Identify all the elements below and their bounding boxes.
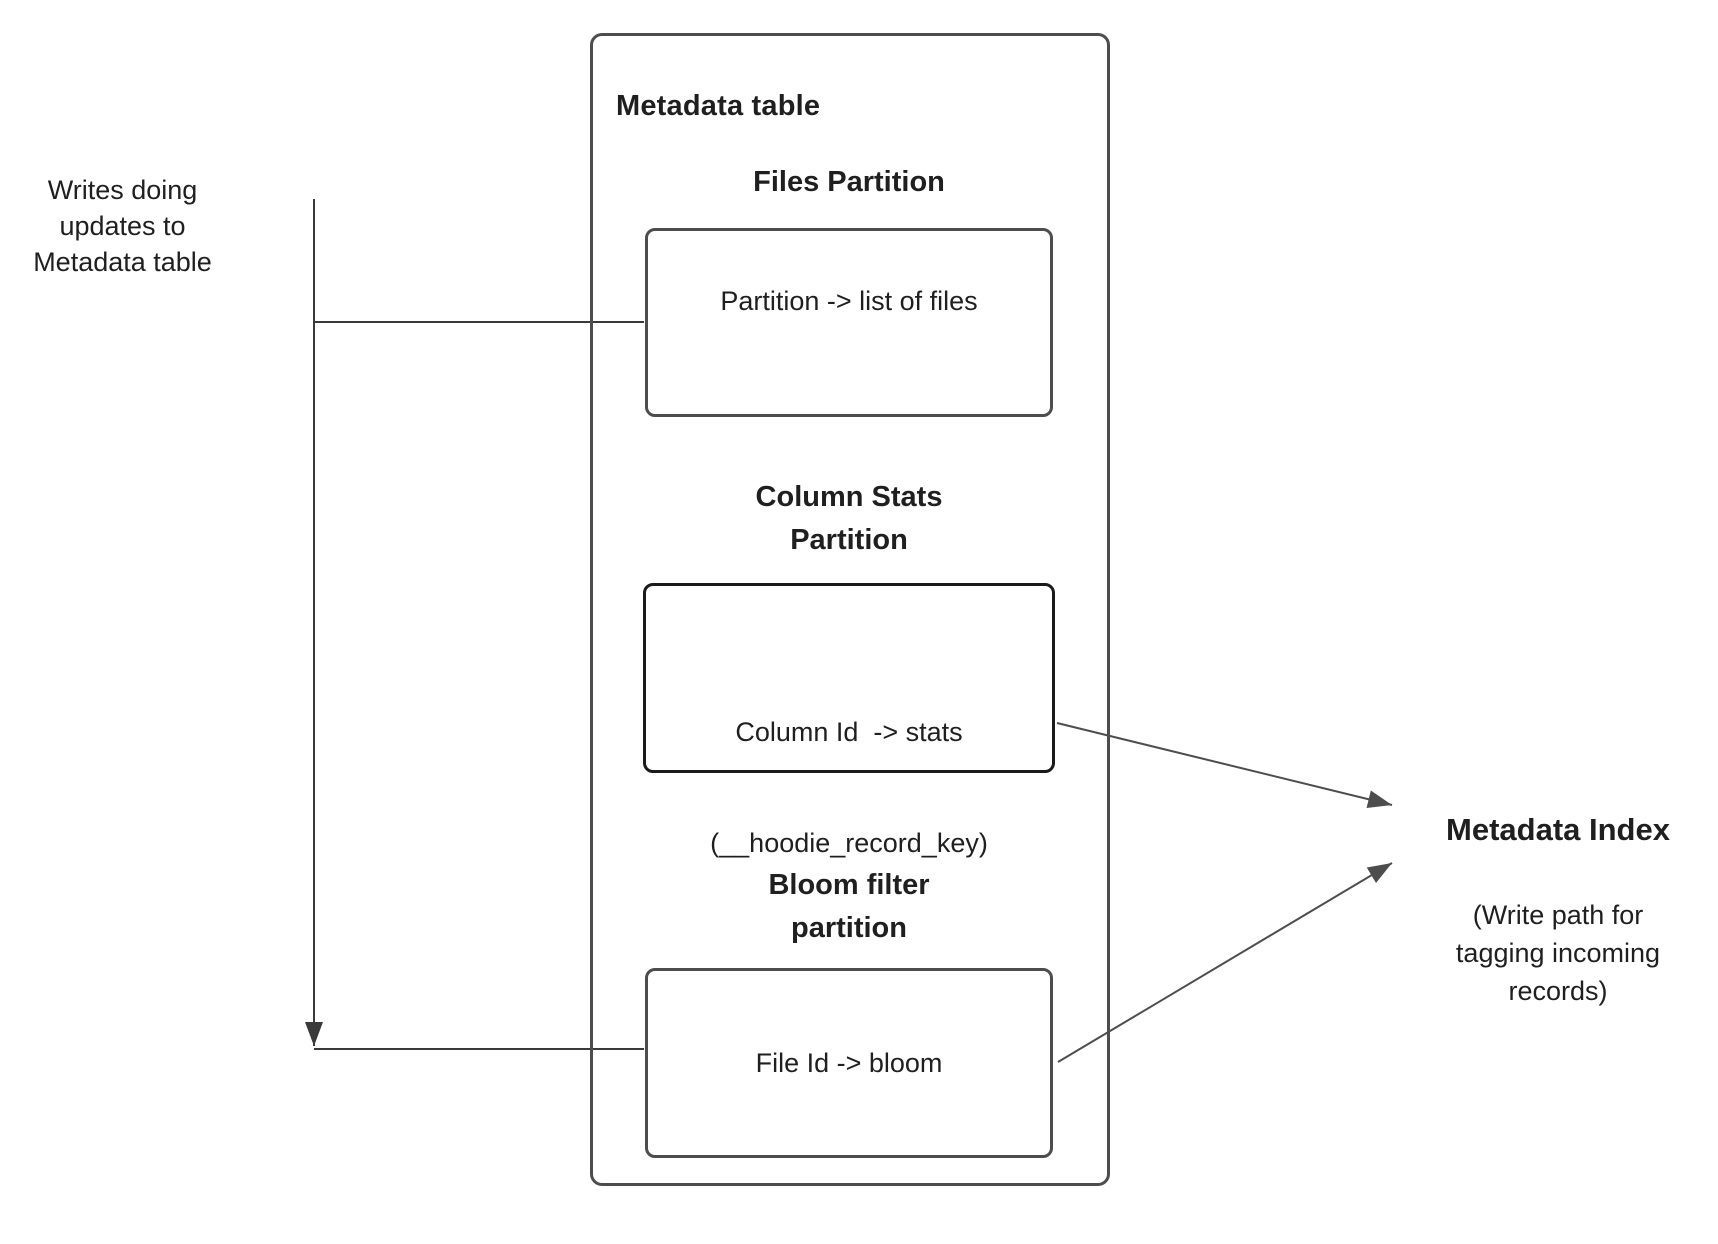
metadata-table-box xyxy=(590,33,1110,1186)
column-stats-heading-line-1: Column Stats xyxy=(755,481,943,513)
metadata-index-subtitle-line-2: tagging incoming xyxy=(1455,938,1661,968)
column-stats-partition-heading: Column Stats Partition xyxy=(645,476,1053,562)
bloom-filter-partition-box: File Id -> bloom xyxy=(645,968,1053,1158)
files-partition-value: Partition -> list of files xyxy=(720,286,978,316)
writes-annotation-line-3: Metadata table xyxy=(33,247,212,277)
metadata-table-title: Metadata table xyxy=(616,90,821,122)
files-partition-heading: Files Partition xyxy=(753,166,945,198)
column-stats-value: Column Id -> stats (__hoodie_record_key) xyxy=(646,640,1052,936)
writes-annotation-line-2: updates to xyxy=(59,211,186,241)
files-partition-box: Partition -> list of files xyxy=(645,228,1053,417)
column-stats-heading-line-2: Partition xyxy=(790,524,908,556)
metadata-index-subtitle: (Write path for tagging incoming records… xyxy=(1408,896,1708,1010)
column-stats-partition-box: Column Id -> stats (__hoodie_record_key) xyxy=(643,583,1055,858)
writes-annotation-line-1: Writes doing xyxy=(47,175,198,205)
bloom-to-index-arrow xyxy=(1057,862,1393,1063)
bloom-filter-partition-heading: Bloom filter partition xyxy=(645,864,1053,950)
bloom-filter-value: File Id -> bloom xyxy=(755,1048,943,1078)
metadata-index-title: Metadata Index xyxy=(1446,812,1670,847)
bloom-heading-line-2: partition xyxy=(791,912,907,944)
column-stats-to-index-arrow xyxy=(1056,722,1393,809)
column-stats-value-line-2: (__hoodie_record_key) xyxy=(710,828,988,858)
metadata-index-subtitle-line-3: records) xyxy=(1508,976,1608,1006)
metadata-index-subtitle-line-1: (Write path for xyxy=(1472,900,1644,930)
column-stats-value-line-1: Column Id -> stats xyxy=(735,717,963,747)
writes-annotation: Writes doing updates to Metadata table xyxy=(5,172,240,280)
bloom-heading-line-1: Bloom filter xyxy=(768,869,930,901)
